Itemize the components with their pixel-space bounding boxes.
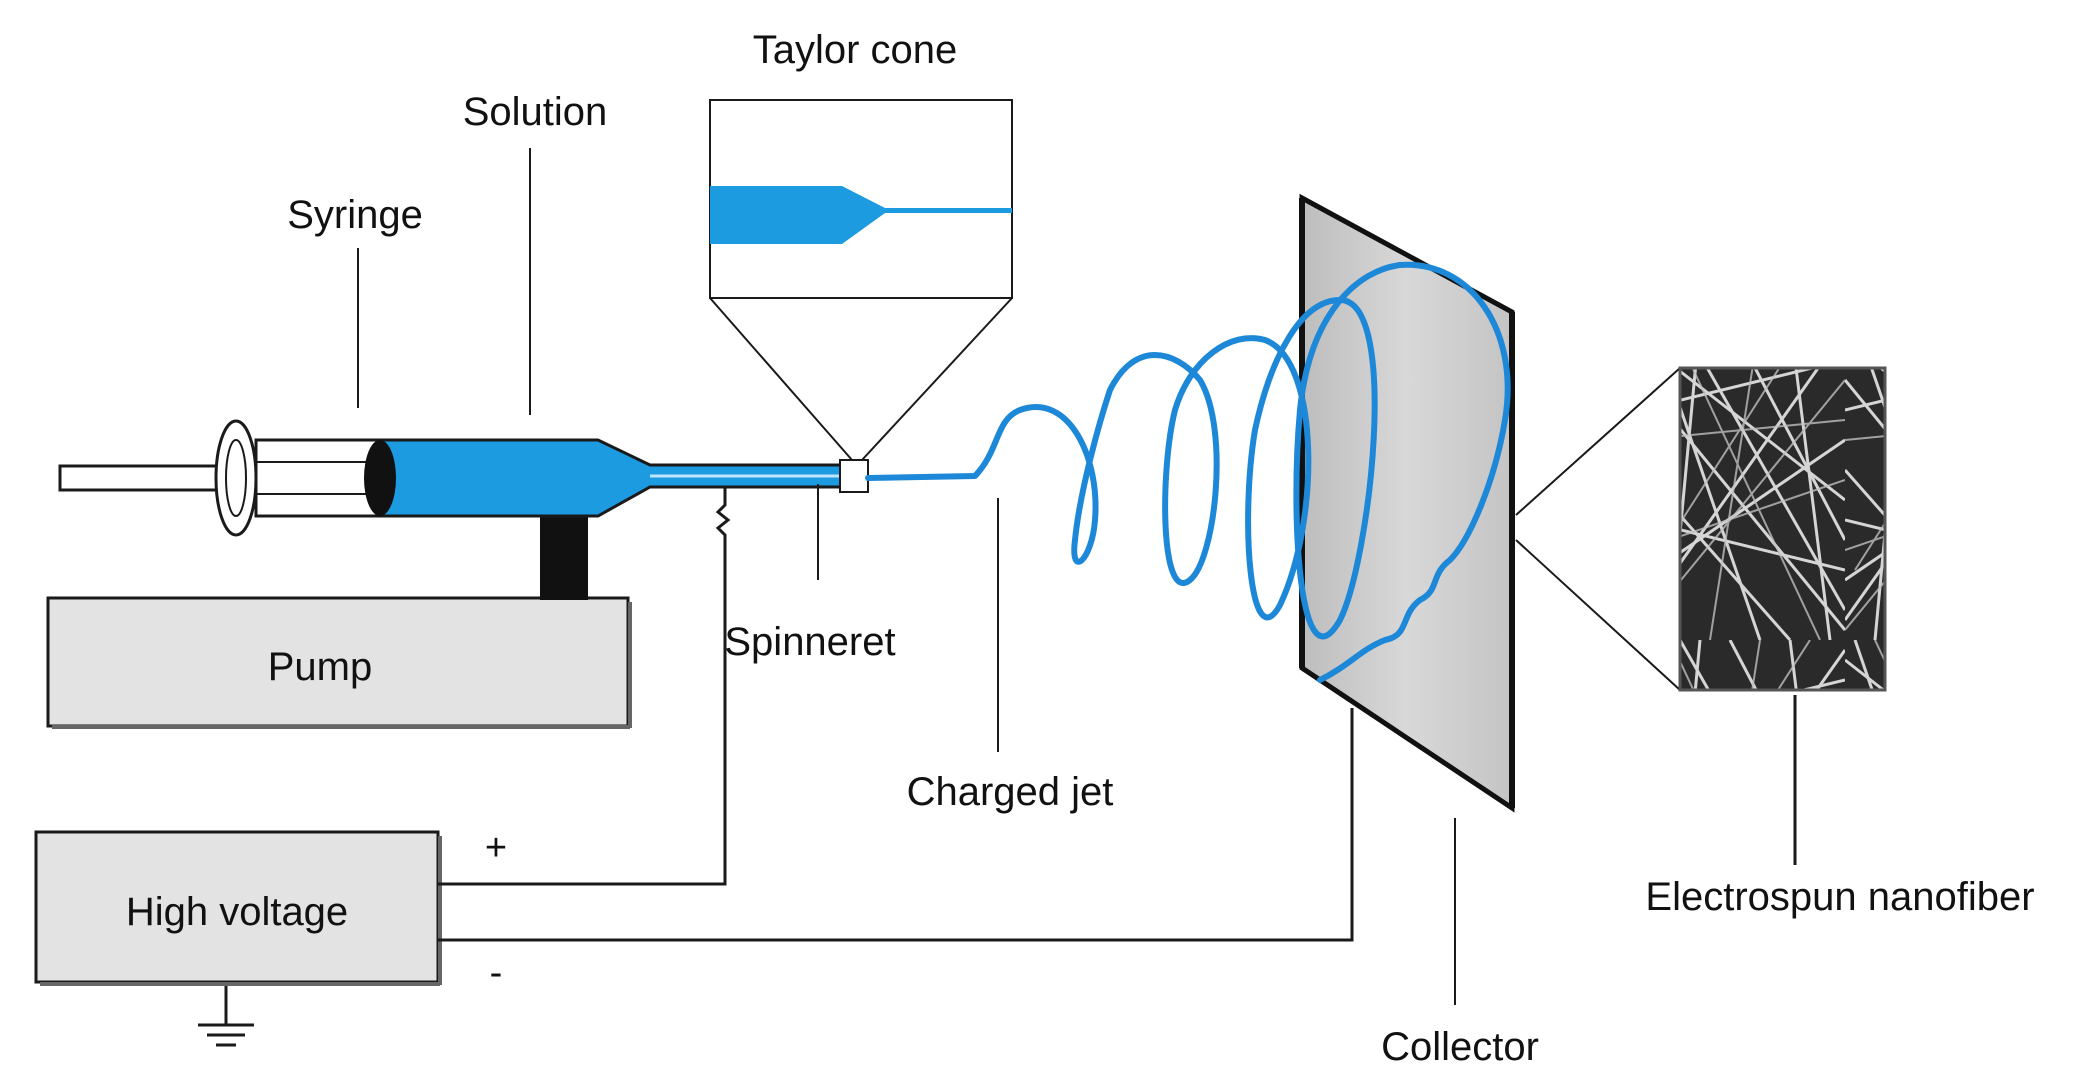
negative-wire	[438, 708, 1354, 942]
high-voltage-box	[34, 830, 440, 984]
pump: Pump	[46, 596, 632, 729]
plunger-head	[364, 440, 396, 516]
pump-label: Pump	[268, 645, 373, 689]
taylor-cone-label: Taylor cone	[753, 28, 958, 72]
pump-box	[46, 596, 630, 728]
syringe	[58, 419, 852, 537]
positive-wire	[438, 488, 731, 886]
spinneret-tip	[839, 459, 869, 493]
solution-fill	[378, 438, 852, 518]
spinneret-label: Spinneret	[724, 620, 895, 664]
plus-terminal-label: +	[485, 827, 507, 869]
ground-icon	[198, 986, 254, 1047]
nanofiber-label: Electrospun nanofiber	[1645, 875, 2034, 919]
solution-label: Solution	[463, 90, 608, 134]
charged-jet	[865, 261, 1511, 683]
taylor-cone-inset: Taylor cone	[709, 28, 1013, 461]
syringe-label: Syringe	[287, 193, 423, 237]
nanofiber-image	[1678, 366, 1887, 692]
high-voltage-supply: High voltage + -	[34, 827, 507, 994]
taylor-cone-shape	[710, 186, 1012, 244]
collector-label: Collector	[1381, 1025, 1539, 1069]
high-voltage-label: High voltage	[126, 890, 348, 934]
charged-jet-label: Charged jet	[907, 770, 1114, 814]
nanofiber-inset: Electrospun nanofiber	[1515, 366, 2035, 919]
minus-terminal-label: -	[490, 952, 503, 994]
finger-flange	[214, 419, 258, 537]
syringe-holder	[540, 515, 588, 600]
